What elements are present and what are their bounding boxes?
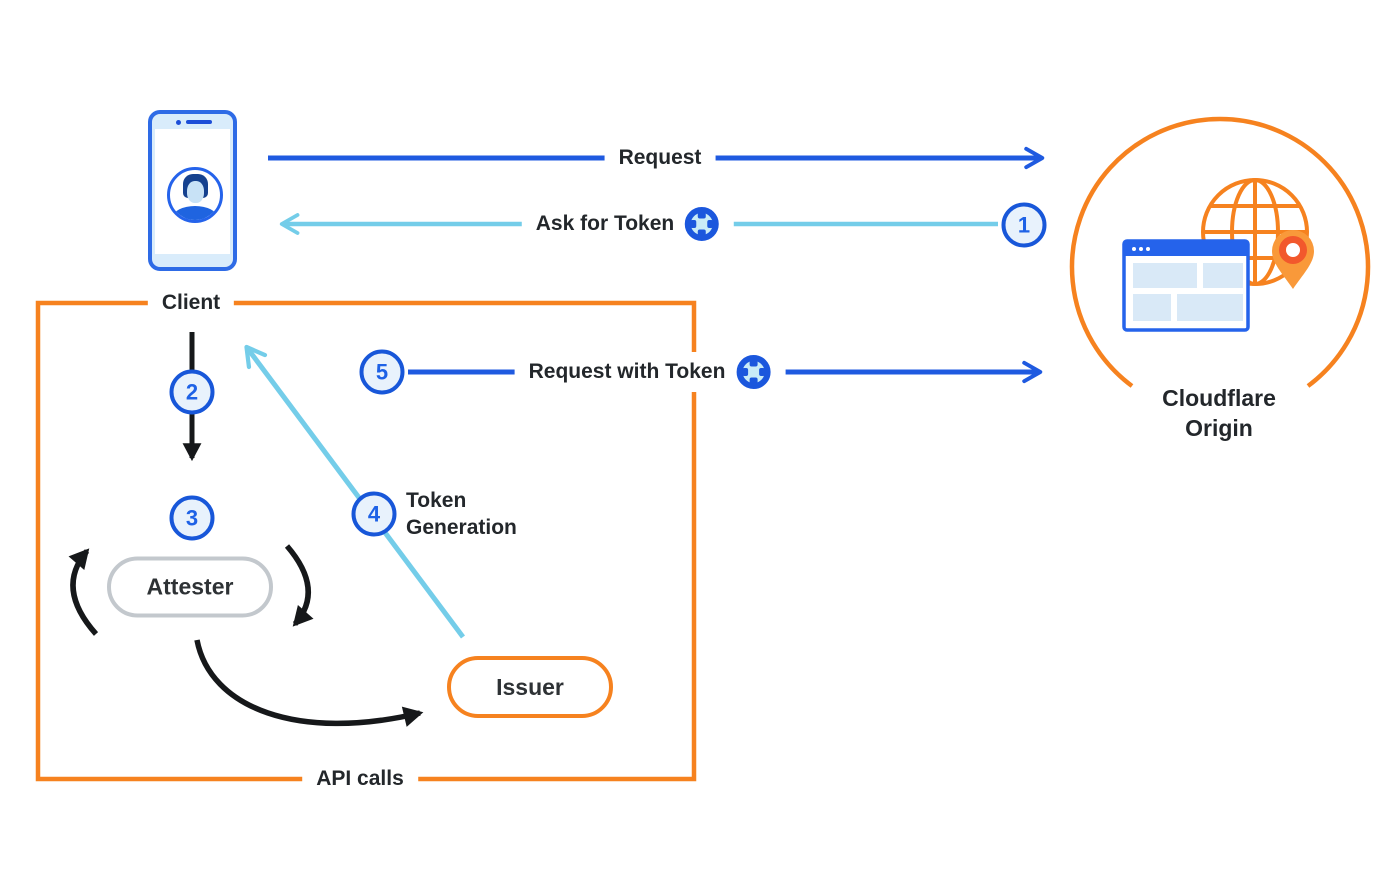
step-badge-5: 5 bbox=[359, 349, 405, 395]
browser-window-icon bbox=[1122, 239, 1250, 332]
request-with-token-label: Request with Token bbox=[514, 352, 786, 392]
user-avatar-icon bbox=[167, 167, 223, 223]
cloudflare-origin-label: Cloudflare Origin bbox=[1162, 385, 1276, 441]
step-badge-1: 1 bbox=[1001, 202, 1047, 248]
location-pin-icon bbox=[1272, 230, 1314, 289]
request-label: Request bbox=[604, 144, 716, 172]
step-badge-3: 3 bbox=[169, 495, 215, 541]
phone-screen bbox=[155, 129, 230, 254]
issuer-node: Issuer bbox=[447, 656, 613, 718]
cloudflare-origin-circle bbox=[1069, 116, 1371, 388]
smartphone-icon bbox=[148, 110, 237, 271]
ask-for-token-label: Ask for Token bbox=[521, 204, 735, 244]
attester-loop-right-arrow bbox=[284, 544, 314, 627]
api-calls-label: API calls bbox=[302, 765, 418, 793]
client-label: Client bbox=[147, 289, 235, 317]
token-generation-arrow bbox=[244, 344, 466, 639]
step-badge-4: 4 bbox=[351, 491, 397, 537]
phone-speaker bbox=[186, 120, 212, 124]
attester-to-issuer-arrow bbox=[194, 639, 424, 727]
token-icon bbox=[685, 207, 720, 241]
phone-camera-dot bbox=[176, 120, 181, 125]
attester-node: Attester bbox=[107, 556, 273, 618]
attester-loop-left-arrow bbox=[68, 548, 99, 636]
token-generation-label: Token Generation bbox=[406, 489, 517, 539]
step-badge-2: 2 bbox=[169, 369, 215, 415]
token-icon bbox=[736, 355, 771, 389]
